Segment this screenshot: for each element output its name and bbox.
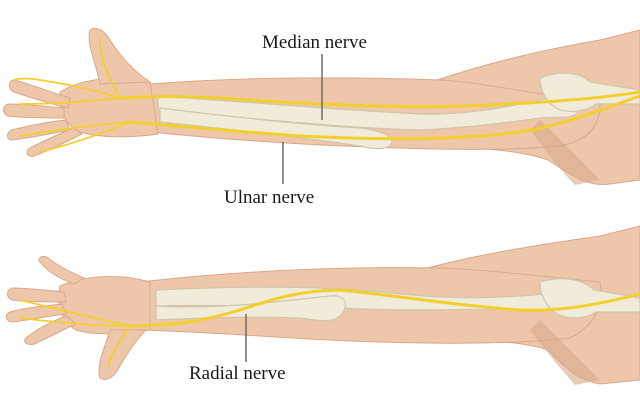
median-nerve-label: Median nerve <box>262 32 367 53</box>
bottom-radial-nerve <box>128 288 640 328</box>
top-finger-2 <box>3 103 65 119</box>
top-ulna-bone <box>157 95 581 131</box>
bottom-thumb <box>98 329 148 380</box>
bottom-radial-branch-3 <box>107 325 131 367</box>
bottom-finger-1 <box>38 255 86 285</box>
top-median-branch-2 <box>19 97 121 105</box>
top-median-branch-3 <box>99 39 121 99</box>
ulnar-nerve-label: Ulnar nerve <box>224 187 315 208</box>
bottom-radial-branch-2 <box>19 317 131 327</box>
top-ulnar-branch-1 <box>19 121 131 137</box>
top-arm <box>3 27 640 186</box>
top-finger-1 <box>9 79 71 109</box>
top-median-nerve <box>118 90 640 109</box>
bottom-finger-2 <box>7 287 67 303</box>
bottom-arm <box>5 225 640 385</box>
top-median-branch-1 <box>13 77 121 99</box>
top-elbow <box>530 120 600 185</box>
top-ulnar-branch-2 <box>39 121 131 153</box>
top-thumb <box>88 27 152 85</box>
top-finger-4 <box>26 127 83 157</box>
top-ulnar-nerve <box>128 94 640 141</box>
bottom-elbow <box>530 320 600 385</box>
radial-nerve-label: Radial nerve <box>189 363 286 384</box>
bottom-radial-branch-1 <box>19 299 131 327</box>
